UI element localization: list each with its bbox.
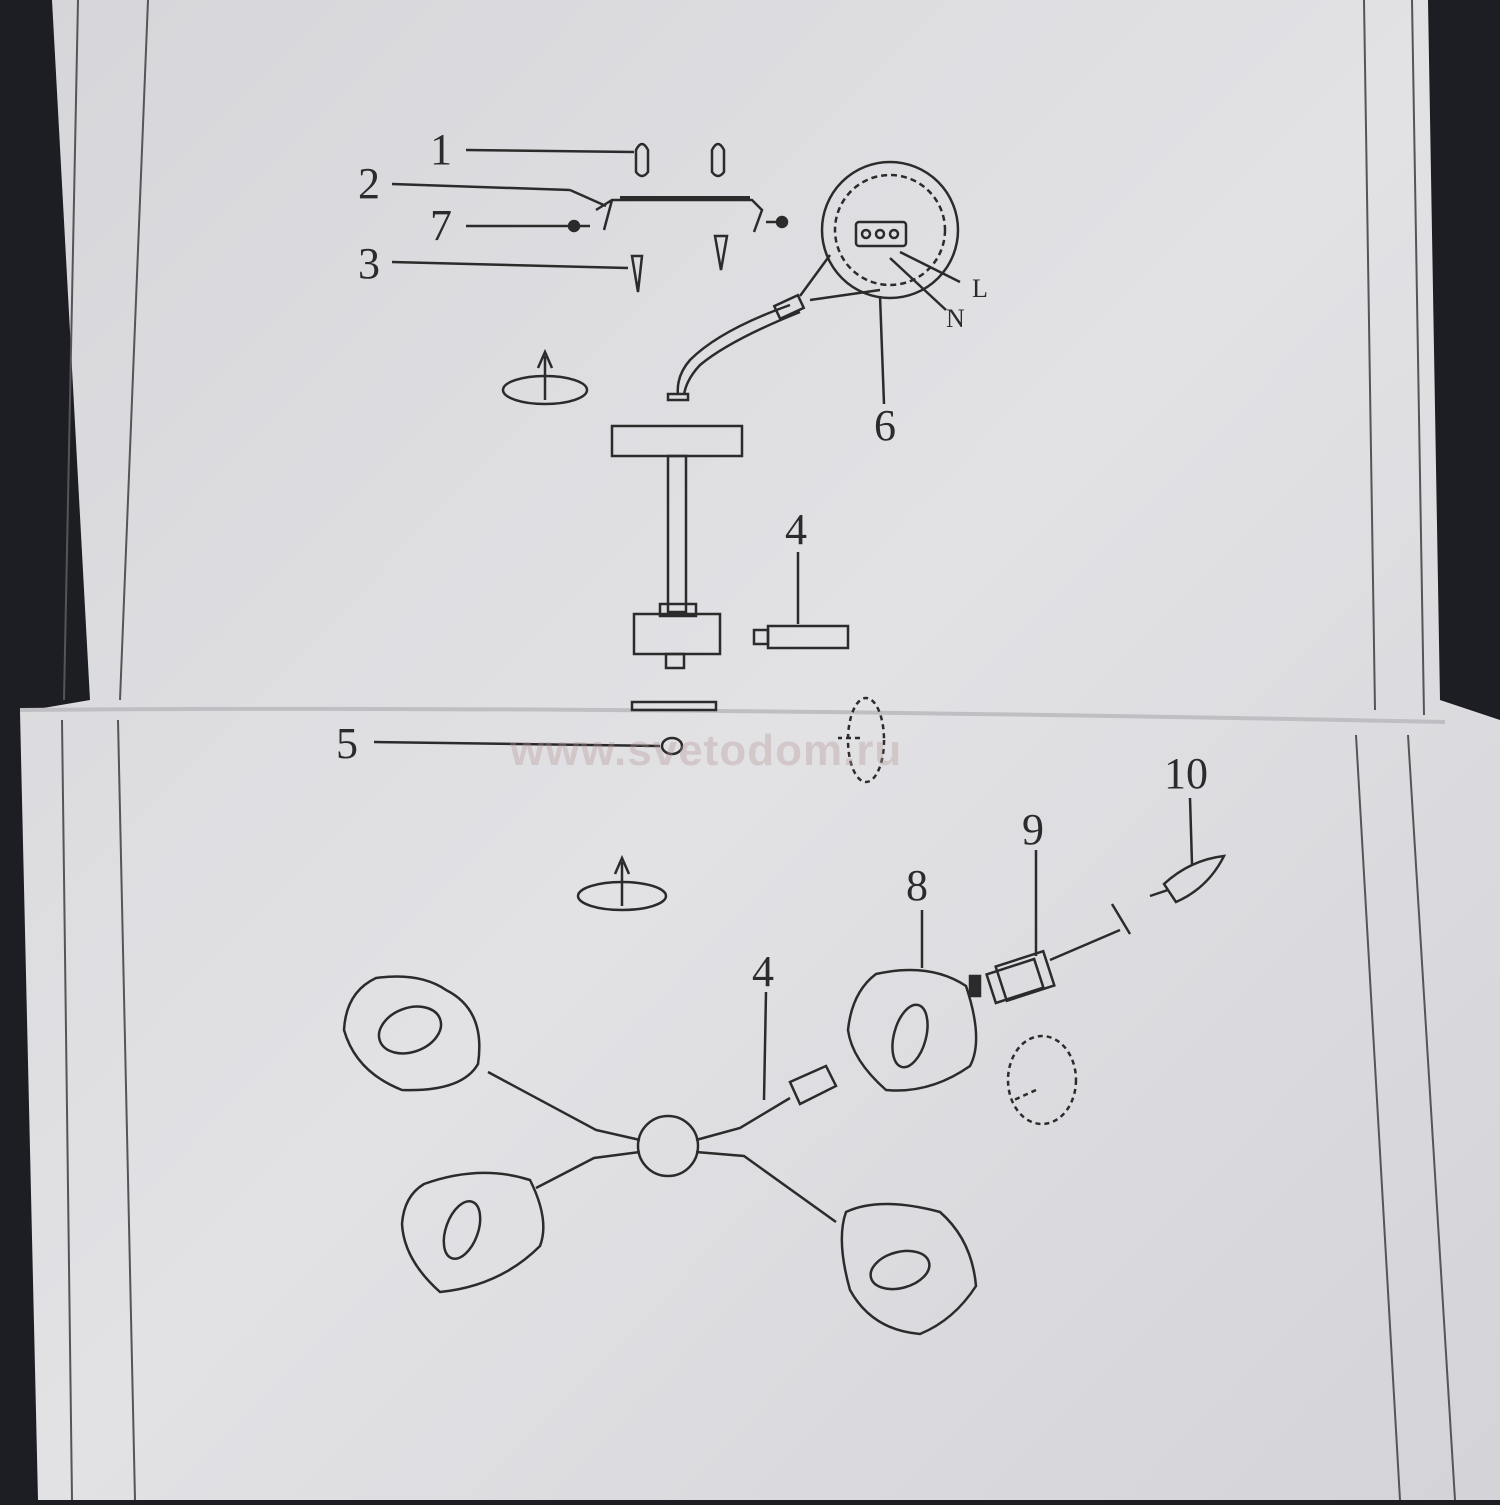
part-1-label: 1 bbox=[430, 125, 452, 174]
watermark: www.svetodom.ru bbox=[510, 726, 903, 775]
coupling-icon bbox=[752, 552, 850, 650]
part-3-label: 3 bbox=[358, 239, 380, 288]
wall-plug-icon bbox=[465, 142, 726, 178]
lamp-socket-icon bbox=[985, 850, 1132, 1005]
rotate-arrow-icon-2 bbox=[576, 854, 668, 912]
wood-screw-icon bbox=[391, 234, 729, 293]
part-8-label: 8 bbox=[906, 861, 928, 910]
rotate-arrow-icon bbox=[501, 348, 589, 406]
candle-bulb-icon bbox=[1149, 797, 1227, 904]
rotate-dashed-icon bbox=[838, 696, 886, 784]
part-4-bottom-label: 4 bbox=[752, 947, 774, 996]
wire-live-label: L bbox=[972, 274, 988, 303]
nut-icon bbox=[373, 700, 718, 756]
wire-neutral-label: N bbox=[946, 304, 965, 333]
rotate-dashed-icon-2 bbox=[1006, 1034, 1078, 1126]
ceiling-canopy-icon bbox=[610, 424, 744, 670]
part-7-label: 7 bbox=[430, 201, 452, 250]
paper-sheet bbox=[20, 0, 1500, 1500]
mounting-bracket-icon bbox=[391, 182, 764, 233]
chandelier-icon bbox=[342, 910, 982, 1336]
part-2-label: 2 bbox=[358, 159, 380, 208]
part-9-label: 9 bbox=[1022, 805, 1044, 854]
part-6-label: 6 bbox=[874, 401, 896, 450]
part-4-top-label: 4 bbox=[785, 505, 807, 554]
page-borders bbox=[61, 0, 1456, 1501]
screw-icon bbox=[466, 215, 789, 233]
part-10-label: 10 bbox=[1164, 749, 1208, 798]
part-5-label: 5 bbox=[336, 719, 358, 768]
terminal-block-icon bbox=[666, 160, 961, 405]
